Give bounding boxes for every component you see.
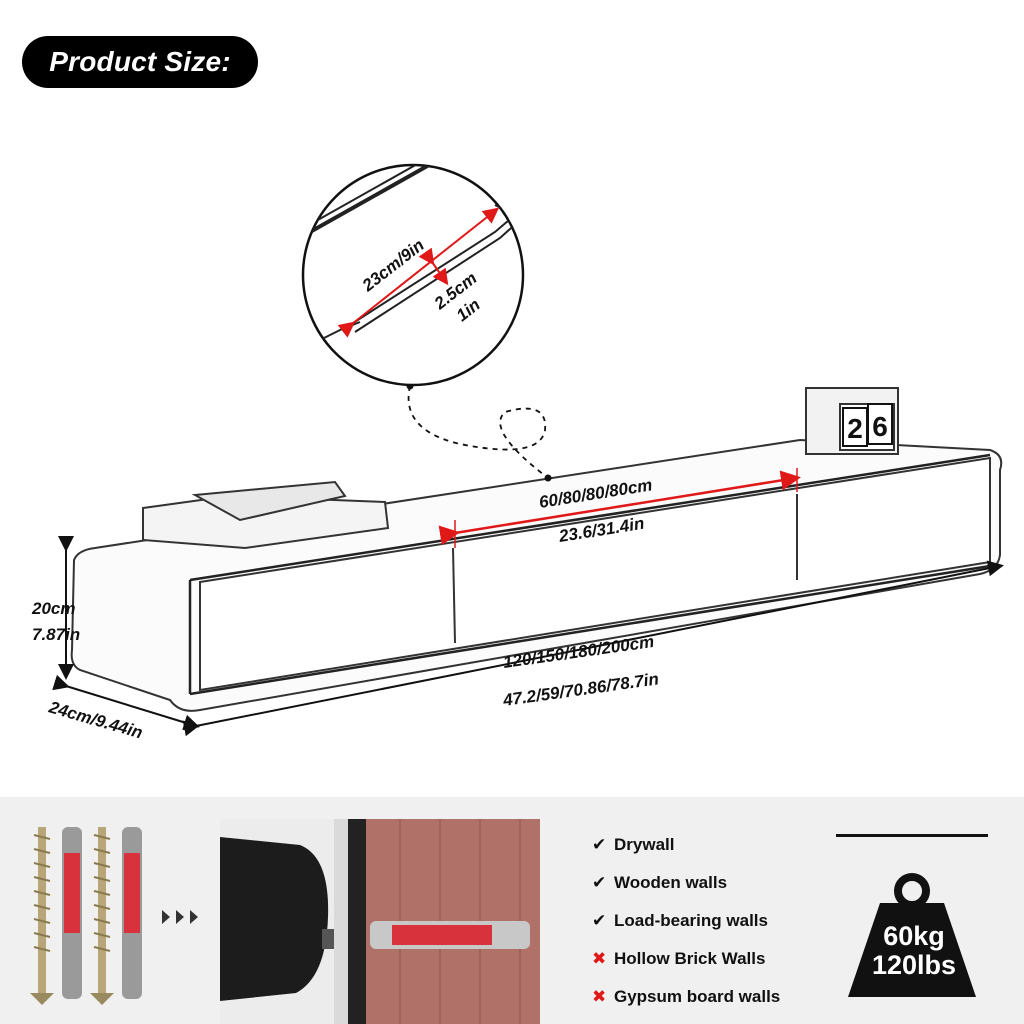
weight-icon: [848, 873, 976, 997]
check-icon: ✔: [592, 835, 607, 854]
drill-icon: [220, 837, 334, 1001]
divider-line: [836, 834, 988, 837]
depth-arrow: [52, 674, 200, 731]
wall-type-label: Hollow Brick Walls: [614, 949, 766, 968]
length-label-in: 47.2/59/70.86/78.7in: [501, 669, 660, 710]
wall-type-list: ✔ Drywall ✔ Wooden walls ✔ Load-bearing …: [592, 826, 822, 1016]
screw-icon: [90, 827, 114, 1005]
cross-icon: ✖: [592, 987, 607, 1006]
check-icon: ✔: [592, 873, 607, 892]
wall-type-label: Drywall: [614, 835, 675, 854]
leader-line: [407, 385, 549, 479]
installation-graphics: [30, 819, 976, 1024]
length-arrow: [182, 560, 1004, 737]
calendar-digit: 6: [872, 411, 888, 442]
wall-anchor-icon: [62, 827, 82, 999]
check-icon: ✔: [592, 911, 607, 930]
list-item: ✖ Hollow Brick Walls: [592, 940, 822, 978]
cross-icon: ✖: [592, 949, 607, 968]
calendar-digit: 2: [847, 413, 863, 444]
height-label-in: 7.87in: [32, 625, 80, 644]
depth-label: 24cm/9.44in: [46, 697, 145, 742]
wall-anchor-icon: [122, 827, 142, 999]
wall-anchor-icon: [370, 921, 530, 949]
load-capacity-imperial: 120lbs: [871, 950, 957, 980]
wall-type-label: Wooden walls: [614, 873, 728, 892]
screw-icon: [30, 827, 54, 1005]
hook-detail-circle: 23cm/9in 2.5cm 1in: [301, 163, 525, 387]
list-item: ✔ Wooden walls: [592, 864, 822, 902]
calendar-block: 2 6: [842, 403, 893, 447]
load-capacity-metric: 60kg: [883, 921, 945, 951]
list-item: ✔ Drywall: [592, 826, 822, 864]
wall-type-label: Gypsum board walls: [614, 987, 781, 1006]
arrow-right-icon: [162, 910, 198, 924]
load-capacity: 60kg 120lbs: [852, 922, 976, 980]
height-label-cm: 20cm: [31, 599, 75, 618]
product-size-title: Product Size:: [22, 36, 258, 88]
list-item: ✖ Gypsum board walls: [592, 978, 822, 1016]
drawer-width-arrow: [438, 468, 801, 548]
wall-type-label: Load-bearing walls: [614, 911, 768, 930]
list-item: ✔ Load-bearing walls: [592, 902, 822, 940]
